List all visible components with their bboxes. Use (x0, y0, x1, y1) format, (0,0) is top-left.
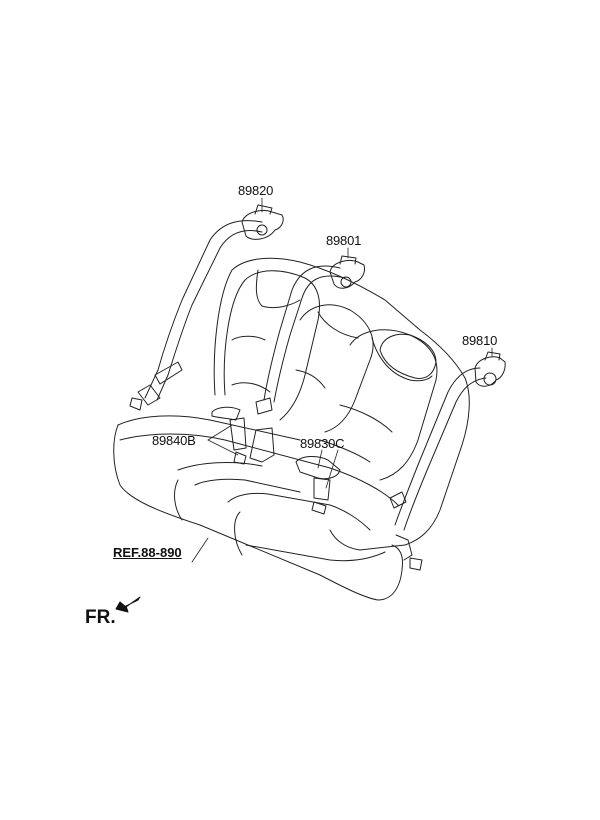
part-label-89801: 89801 (326, 233, 362, 248)
front-orientation-label: FR. (85, 607, 116, 628)
right-seat-belt (389, 351, 506, 571)
part-label-89820: 89820 (238, 183, 274, 198)
buckle-89840b (211, 406, 247, 465)
reference-label: REF.88-890 (113, 545, 182, 560)
front-arrow-icon (115, 596, 141, 613)
part-label-89810: 89810 (462, 333, 498, 348)
buckle-89830c (295, 456, 341, 515)
part-label-89830c: 89830C (300, 436, 345, 451)
seat-cushion (113, 415, 403, 601)
leader-lines (191, 197, 493, 563)
center-seat-belt (249, 255, 365, 463)
left-seat-belt (129, 204, 284, 411)
part-label-89840b: 89840B (152, 433, 196, 448)
seat-back (213, 257, 470, 551)
